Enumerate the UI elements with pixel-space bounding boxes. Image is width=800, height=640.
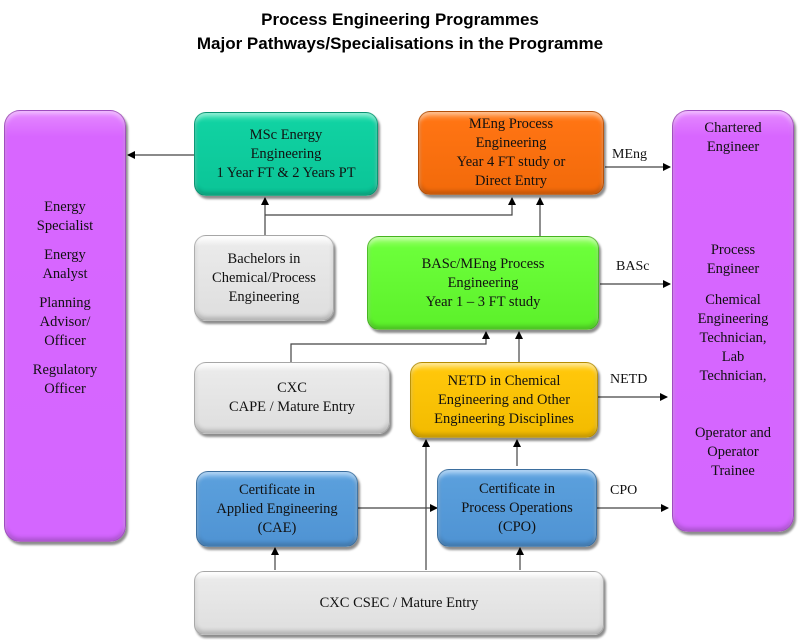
career-technician: Chemical Engineering Technician, Lab Tec… [697,292,769,384]
arrow-cape-to-basc [290,331,490,362]
career-process-engineer: Process Engineer [706,242,760,277]
edge-label-netd: NETD [610,372,648,387]
msc-energy-engineering-box: MSc Energy Engineering 1 Year FT & 2 Yea… [194,112,378,196]
certificate-process-operations-box: Certificate in Process Operations (CPO) [437,469,597,547]
cxc-cape-box: CXC CAPE / Mature Entry [194,362,390,434]
energy-careers-box: Energy Specialist Energy Analyst Plannin… [4,110,126,542]
career-planning-advisor: Planning Advisor/ Officer [39,294,91,349]
basc-meng-process-engineering-box: BASc/MEng Process Engineering Year 1 – 3… [367,236,599,330]
edge-label-basc: BASc [616,259,650,274]
diagram-subtitle: Major Pathways/Specialisations in the Pr… [196,34,604,53]
career-regulatory-officer: Regulatory Officer [32,361,98,397]
certificate-applied-engineering-box: Certificate in Applied Engineering (CAE) [196,471,358,547]
cxc-csec-box: CXC CSEC / Mature Entry [194,571,604,635]
diagram-title: Process Engineering Programmes [261,10,539,29]
netd-chemical-engineering-box: NETD in Chemical Engineering and Other E… [410,362,598,438]
edge-label-meng: MEng [612,147,647,162]
meng-process-engineering-box: MEng Process Engineering Year 4 FT study… [418,111,604,195]
engineering-careers-box: Chartered Engineer Process Engineer Chem… [672,110,794,532]
career-operator: Operator and Operator Trainee [694,425,772,479]
bachelors-chemical-process-box: Bachelors in Chemical/Process Engineerin… [194,235,334,321]
edge-label-cpo: CPO [610,483,638,498]
career-chartered-engineer: Chartered Engineer [704,120,762,155]
career-energy-specialist: Energy Specialist [36,198,94,234]
career-energy-analyst: Energy Analyst [42,246,88,282]
arrow-bachelors-to-meng [265,197,516,216]
